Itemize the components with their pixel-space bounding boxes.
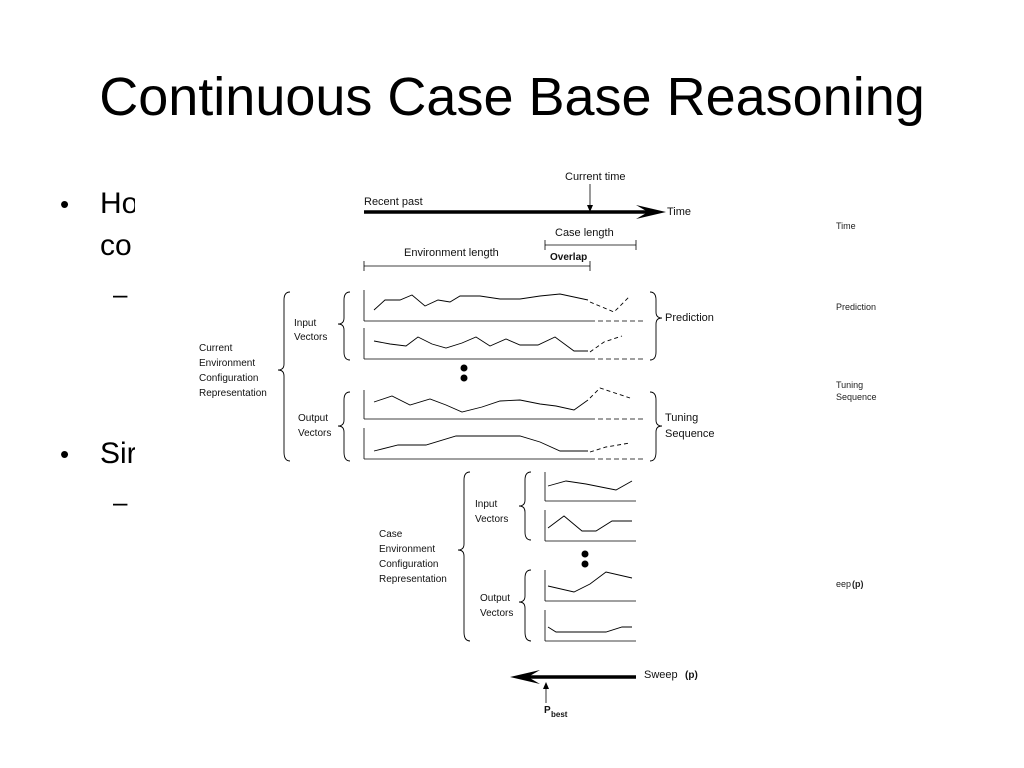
time-arrowhead bbox=[636, 205, 666, 219]
p-best-subscript: best bbox=[551, 710, 568, 719]
case-output-2-series bbox=[547, 626, 632, 633]
current-input-label: Input bbox=[294, 318, 316, 329]
tuning-label: Sequence bbox=[665, 428, 715, 440]
tuning-brace bbox=[649, 391, 663, 462]
environment-length-label: Environment length bbox=[404, 247, 499, 259]
ghost-tuning-label: Tuning bbox=[836, 380, 864, 390]
current-env-label: Configuration bbox=[199, 373, 258, 384]
tuning-label: Tuning bbox=[665, 412, 698, 424]
bullet-1-line-1: Ho bbox=[100, 187, 139, 220]
bullet-glyph: • bbox=[60, 189, 70, 219]
case-env-brace bbox=[457, 471, 471, 642]
case-env-label: Environment bbox=[379, 544, 435, 555]
recent-past-label: Recent past bbox=[364, 196, 423, 208]
case-output-brace bbox=[518, 569, 532, 642]
current-input-1-series bbox=[373, 293, 589, 311]
bullet-1-line-2: co bbox=[100, 229, 132, 262]
case-env-label: Representation bbox=[379, 574, 447, 585]
ghost-time-label: Time bbox=[836, 221, 856, 231]
current-input-2-prediction bbox=[589, 335, 623, 353]
sweep-p-label: (p) bbox=[685, 670, 698, 681]
current-output-1-series bbox=[373, 395, 589, 413]
current-env-label: Current bbox=[199, 343, 233, 354]
case-input-2-series bbox=[547, 515, 632, 532]
current-input-1-prediction bbox=[589, 295, 631, 313]
overlap-label: Overlap bbox=[550, 252, 587, 263]
bullet-glyph: • bbox=[60, 439, 70, 469]
current-output-label: Vectors bbox=[298, 428, 331, 439]
case-output-label: Vectors bbox=[480, 608, 513, 619]
case-output-1-series bbox=[547, 571, 633, 593]
case-output-label: Output bbox=[480, 593, 510, 604]
sub-bullet-dash: – bbox=[113, 279, 128, 309]
ghost-sweep-p-label: (p) bbox=[852, 579, 864, 589]
case-length-label: Case length bbox=[555, 227, 614, 239]
current-output-label: Output bbox=[298, 413, 328, 424]
ellipsis-dot bbox=[460, 364, 468, 372]
sub-bullet-dash: – bbox=[113, 487, 128, 517]
current-env-brace bbox=[277, 291, 291, 462]
case-env-label: Configuration bbox=[379, 559, 438, 570]
time-label: Time bbox=[667, 206, 691, 218]
current-time-marker-head bbox=[587, 205, 593, 212]
current-env-label: Representation bbox=[199, 388, 267, 399]
ellipsis-dot bbox=[460, 374, 468, 382]
sweep-label: Sweep bbox=[644, 669, 678, 681]
ellipsis-dot bbox=[581, 560, 589, 568]
case-input-label: Input bbox=[475, 499, 497, 510]
current-output-brace bbox=[337, 391, 351, 462]
current-input-brace bbox=[337, 291, 351, 361]
prediction-brace bbox=[649, 291, 663, 361]
p-best-label: P bbox=[544, 705, 551, 716]
case-env-label: Case bbox=[379, 529, 403, 540]
ghost-sequence-label: Sequence bbox=[836, 392, 877, 402]
ellipsis-dot bbox=[581, 550, 589, 558]
current-time-label: Current time bbox=[565, 171, 626, 183]
case-input-1-series bbox=[547, 480, 633, 491]
bullet-2-line-1: Sir bbox=[100, 437, 137, 470]
current-output-2-tuning bbox=[589, 442, 631, 453]
ghost-prediction-label: Prediction bbox=[836, 302, 877, 312]
sweep-arrowhead bbox=[510, 670, 540, 684]
current-output-1-tuning bbox=[589, 387, 631, 399]
current-output-2-series bbox=[373, 435, 588, 452]
current-input-2-series bbox=[373, 336, 588, 352]
case-input-label: Vectors bbox=[475, 514, 508, 525]
ghost-sweep-label: eep bbox=[836, 579, 852, 589]
current-input-label: Vectors bbox=[294, 332, 327, 343]
slide-title: Continuous Case Base Reasoning bbox=[99, 67, 925, 127]
case-input-brace bbox=[518, 471, 532, 541]
p-best-marker-head bbox=[543, 682, 549, 689]
current-env-label: Environment bbox=[199, 358, 255, 369]
prediction-label: Prediction bbox=[665, 312, 714, 324]
